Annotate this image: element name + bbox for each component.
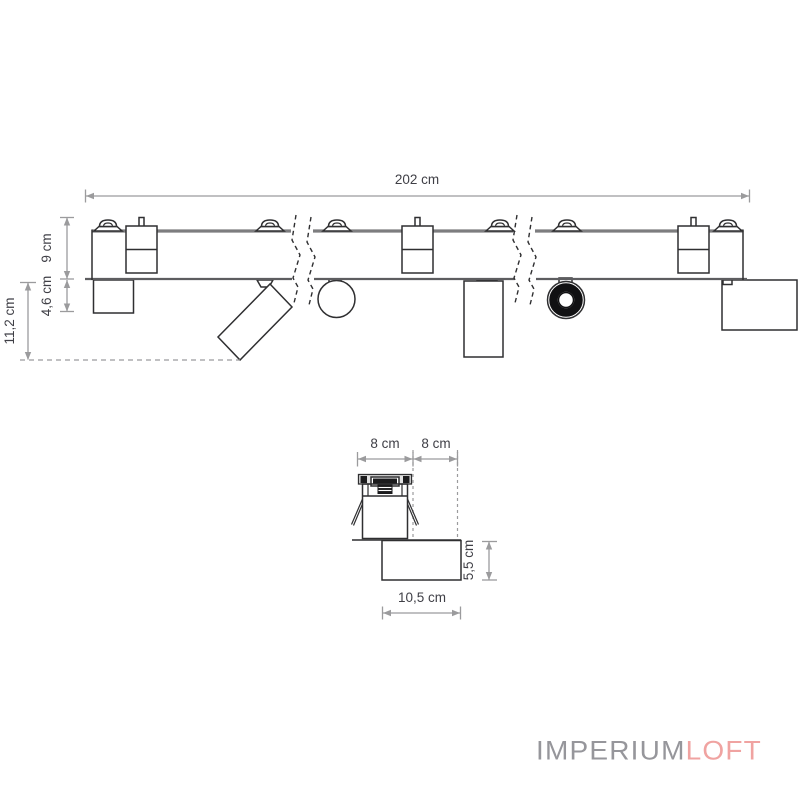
dimension-below-ceiling: 4,6 cm [39,276,74,317]
spot-head-tilted [216,279,294,362]
spot-head-right [721,279,798,331]
detail-dimension-head-length: 10,5 cm [381,590,462,620]
spot-head-front-ring [317,278,356,319]
detail-head [381,539,462,581]
brand-logo: IMPERIUMLOFT [536,735,762,766]
spot-head-down [463,279,504,358]
dim-total-length-label: 202 cm [395,172,439,187]
dim-above-ceiling-label: 9 cm [39,233,54,262]
dim-head-height-label: 5,5 cm [461,540,476,581]
track-connector [125,216,158,274]
dim-head-length-label: 10,5 cm [398,590,446,605]
detail-dimension-8cm: 8 cm 8 cm [356,436,459,540]
mounting-clip [92,219,124,232]
spot-head-front-lens [546,277,586,320]
dimension-above-ceiling: 9 cm [39,216,74,280]
track-connector [677,216,710,274]
mounting-clip [321,219,353,232]
dim-segment-right-label: 8 cm [421,436,450,451]
dim-segment-left-label: 8 cm [370,436,399,451]
detail-dimension-head-height: 5,5 cm [461,540,497,581]
break-symbol [291,214,316,306]
mounting-clip [551,219,583,232]
spot-head-left [92,279,135,314]
dimension-overall-height: 11,2 cm [2,281,36,360]
dim-overall-height-label: 11,2 cm [2,297,17,344]
brand-logo-accent: LOFT [685,735,762,766]
mounting-clip [254,219,286,232]
dim-below-ceiling-label: 4,6 cm [39,276,54,317]
dimension-total-length: 202 cm [84,172,751,203]
break-symbol [512,214,537,306]
mounting-clip [484,219,516,232]
mounting-clip [712,219,744,232]
track-connector [401,216,434,274]
brand-logo-gray: IMPERIUM [536,735,686,766]
detail-adapter [350,473,420,540]
